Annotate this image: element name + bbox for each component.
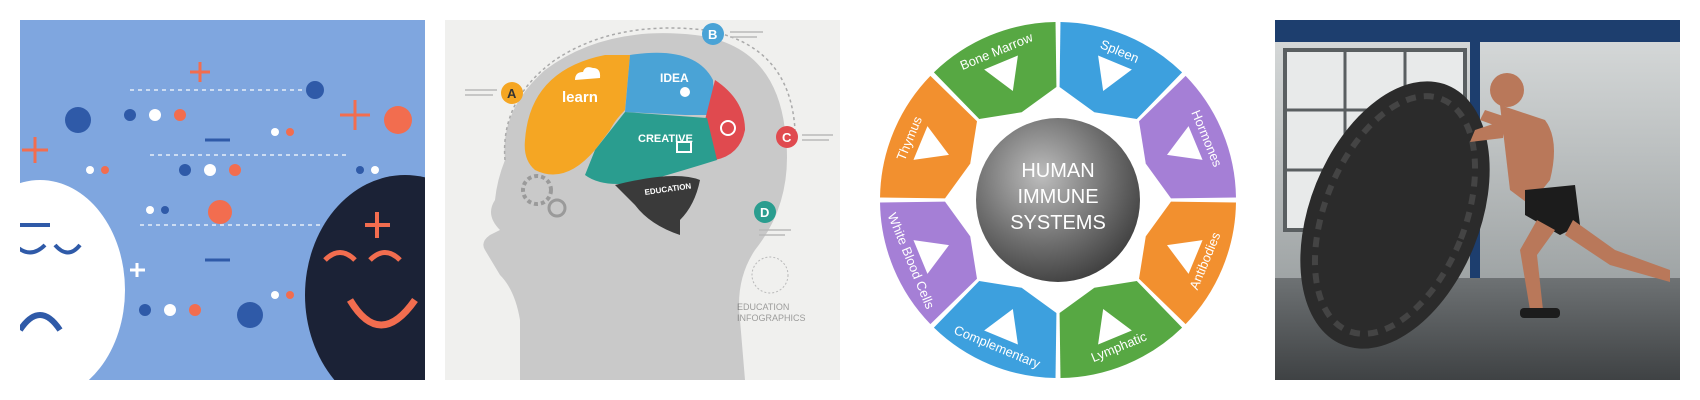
watermark-line2: INFOGRAPHICS [737,313,806,323]
idea-label: IDEA [660,71,689,85]
wheel-sectors: SpleenHormonesAntibodiesLymphaticComplem… [880,22,1236,378]
creative-label: CREATIVE [638,133,693,145]
wheel-arrow [913,240,949,274]
marker-a-label: A [507,86,517,101]
brain-education-segment [615,176,700,235]
marker-d-label: D [760,205,769,220]
wheel-svg: SpleenHormonesAntibodiesLymphaticComplem… [862,20,1254,380]
wheel-arrow [1098,55,1132,91]
marker-c-label: C [782,130,792,145]
hub-line1: HUMAN [1021,160,1094,182]
head-dashed-outline [503,27,796,161]
gear-icon [521,174,553,206]
tire [1300,81,1490,349]
hub-line2: IMMUNE [1017,186,1098,208]
emotions-illustration[interactable] [20,20,425,380]
brain-red-segment [705,80,745,160]
watermark-line1: EDUCATION [737,302,789,312]
marker-a: A [501,82,523,104]
small-faces [65,81,412,328]
person-icon [680,87,690,97]
marker-d: D [754,201,776,223]
emotions-svg [20,20,425,380]
dot-rows [86,109,379,316]
wheel-arrow [1167,240,1203,274]
plus-minus-symbols [22,62,370,277]
brain-learn-segment [524,55,630,175]
brain-creative-segment [585,112,717,184]
monitor-icon [676,141,692,153]
hub-line3: SYSTEMS [1010,212,1106,234]
placeholder-text-lines [465,31,833,236]
lightbulb-icon [720,120,736,136]
happy-face [305,175,425,380]
marker-b-label: B [708,27,717,42]
dashed-lines [130,89,350,226]
athlete [1470,73,1670,318]
marker-c: C [776,126,798,148]
sad-face [20,180,125,380]
hub-circle [976,118,1140,282]
brain-idea-segment [625,52,715,115]
learn-label: learn [562,89,598,106]
wheel-arrow [913,126,949,160]
wheel-arrow [1098,309,1132,345]
wheel-arrow [984,55,1018,91]
small-gear-icon [547,198,567,218]
tire-flip-svg [1275,20,1680,380]
cloud-icon [575,67,601,80]
wheel-arrow [1167,126,1203,160]
brain-infographic[interactable]: learn IDEA CREATIVE EDUCATION A B C D [445,20,840,380]
marker-b: B [702,23,724,45]
ceiling-beam [1275,20,1680,42]
tire-flip-photo[interactable] [1275,20,1680,380]
brain-svg: learn IDEA CREATIVE EDUCATION A B C D [445,20,840,380]
wheel-arrow [984,309,1018,345]
watermark: EDUCATION INFOGRAPHICS [737,256,806,323]
